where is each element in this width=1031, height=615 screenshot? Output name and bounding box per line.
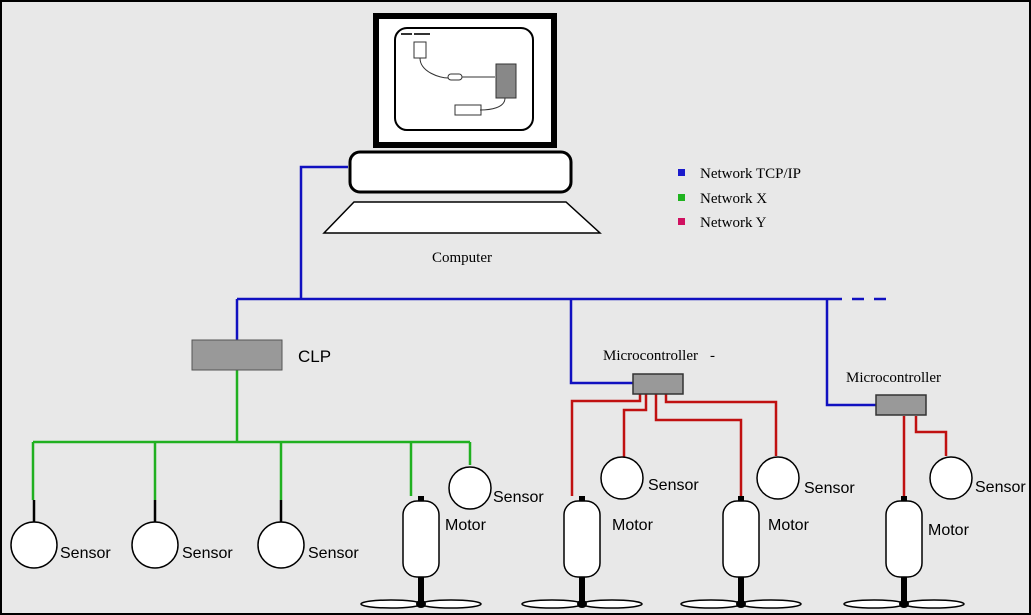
sensor-label-3: Sensor — [308, 545, 359, 562]
propeller-hub — [416, 600, 426, 608]
propeller-blade-right — [581, 599, 643, 609]
motor-label-4: Motor — [928, 522, 970, 539]
sensor-circle-4 — [448, 466, 492, 510]
propeller-hub — [736, 600, 746, 608]
computer-label: Computer — [432, 250, 492, 266]
tcpip-network-lines — [235, 165, 886, 407]
motor-top-terminal — [579, 496, 585, 502]
motor-icon-1 — [360, 496, 482, 609]
microcontroller-device-1 — [632, 373, 684, 395]
sensor-label-5: Sensor — [648, 477, 699, 494]
propeller-blade-right — [740, 599, 802, 609]
legend: Network TCP/IP Network X Network Y — [678, 166, 801, 231]
legend-label-network-y: Network Y — [700, 215, 767, 231]
computer-icon — [322, 13, 602, 234]
propeller-hub — [577, 600, 587, 608]
network-y-lines — [570, 394, 948, 496]
propeller-blade-left — [521, 599, 583, 609]
clp-label: CLP — [298, 347, 331, 366]
sensor-label-1: Sensor — [60, 545, 111, 562]
sensor-circle-6 — [756, 456, 800, 500]
propeller-hub — [899, 600, 909, 608]
microcontroller-label-1-mark: - — [710, 348, 715, 364]
computer-base — [348, 150, 573, 194]
sensor-circle-2 — [131, 521, 179, 569]
propeller-blade-right — [420, 599, 482, 609]
sensor-circle-1 — [10, 521, 58, 569]
microcontroller-label-2: Microcontroller — [846, 370, 941, 386]
motors — [360, 496, 965, 609]
sensor-circle-5 — [600, 456, 644, 500]
motor-label-2: Motor — [612, 517, 654, 534]
sensor-label-7: Sensor — [975, 479, 1026, 496]
microcontroller-label-1: Microcontroller — [603, 348, 698, 364]
motor-top-terminal — [901, 496, 907, 502]
motor-shaft — [418, 577, 424, 601]
propeller-blade-left — [680, 599, 742, 609]
motor-label-1: Motor — [445, 517, 487, 534]
sensor-connectors — [32, 500, 283, 522]
sensor-label-4: Sensor — [493, 489, 544, 506]
legend-swatch-network-y — [678, 218, 685, 225]
sensor-circle-7 — [929, 456, 973, 500]
microcontroller-device-2 — [875, 394, 927, 416]
motor-icon-4 — [843, 496, 965, 609]
propeller-blade-left — [360, 599, 422, 609]
propeller-blade-right — [903, 599, 965, 609]
motor-body — [885, 500, 923, 578]
motor-shaft — [738, 577, 744, 601]
motor-body — [722, 500, 760, 578]
network-x-lines — [31, 370, 472, 500]
motor-shaft — [901, 577, 907, 601]
motor-body — [402, 500, 440, 578]
motor-label-3: Motor — [768, 517, 810, 534]
motor-shaft — [579, 577, 585, 601]
motor-body — [563, 500, 601, 578]
sensors — [10, 456, 973, 569]
sensor-circle-3 — [257, 521, 305, 569]
motor-icon-3 — [680, 496, 802, 609]
legend-label-tcpip: Network TCP/IP — [700, 166, 801, 182]
sensor-label-2: Sensor — [182, 545, 233, 562]
motor-top-terminal — [738, 496, 744, 502]
legend-swatch-tcpip — [678, 169, 685, 176]
keyboard — [322, 201, 602, 234]
legend-label-network-x: Network X — [700, 191, 767, 207]
legend-swatch-network-x — [678, 194, 685, 201]
clp-device — [191, 339, 283, 371]
motor-top-terminal — [418, 496, 424, 502]
motor-icon-2 — [521, 496, 643, 609]
sensor-label-6: Sensor — [804, 480, 855, 497]
propeller-blade-left — [843, 599, 905, 609]
screen-miniature — [401, 33, 517, 116]
monitor-screen — [394, 27, 534, 131]
